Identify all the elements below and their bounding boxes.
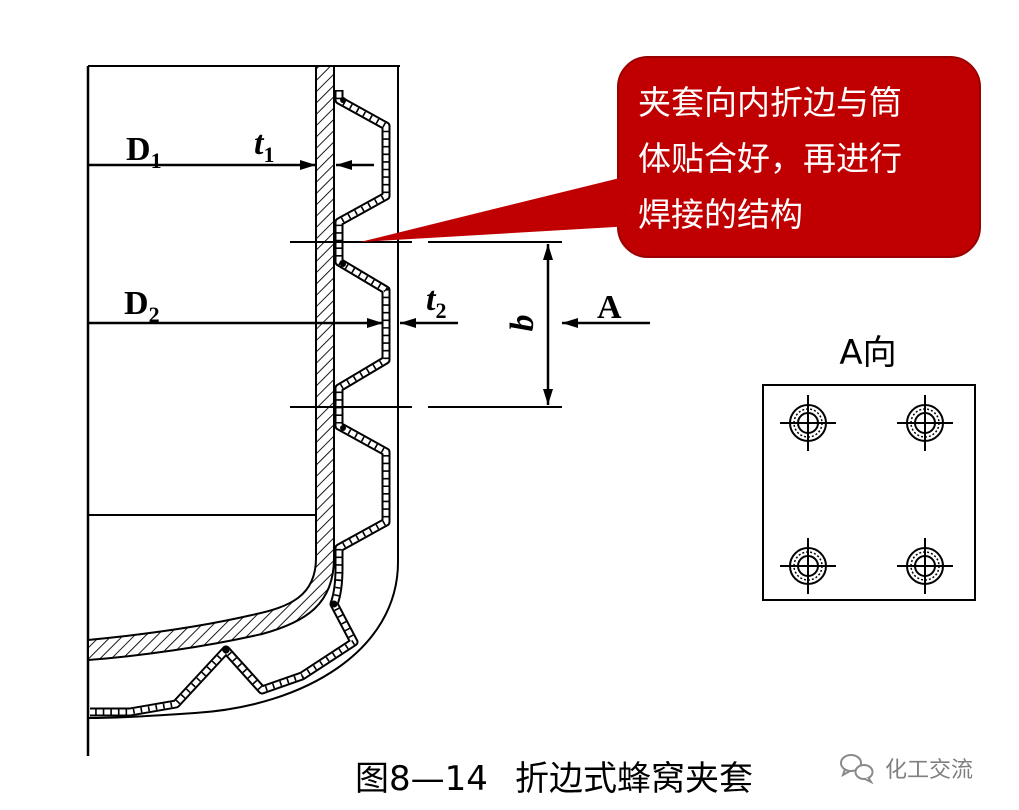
figure-caption: 图8—14 折边式蜂窝夹套	[355, 759, 753, 799]
dimensions	[88, 160, 650, 408]
crosshair-circle-icon	[896, 394, 954, 452]
crosshair-circle-icon	[779, 537, 837, 595]
callout-pointer	[360, 176, 632, 242]
wechat-icon	[840, 754, 874, 785]
weld-dot	[222, 646, 230, 654]
label-t1-sub: 1	[263, 142, 274, 167]
callout-text-line-3: 焊接的结构	[638, 195, 803, 234]
watermark-text: 化工交流	[885, 758, 973, 783]
weld-dot	[340, 261, 346, 267]
vessel-section	[87, 65, 400, 756]
label-t2-sub: 2	[435, 298, 446, 323]
label-t2-main: t	[426, 281, 437, 318]
callout-bubble	[617, 56, 981, 258]
label-d1-sub: 1	[151, 148, 162, 173]
weld-points	[222, 97, 346, 654]
view-a-frame	[762, 384, 976, 601]
label-d1-main: D	[126, 131, 151, 168]
crosshair-circle-icon	[896, 537, 954, 595]
label-d1: D1	[126, 131, 162, 173]
label-b: b	[504, 315, 541, 332]
view-a: A向	[762, 333, 976, 601]
dimension-labels: D1 t1 D2 t2 b A	[124, 125, 622, 332]
callout-text-line-2: 体贴合好，再进行	[638, 139, 902, 178]
shell-wall	[87, 65, 335, 662]
label-t1: t1	[254, 125, 274, 167]
watermark: 化工交流	[840, 754, 973, 785]
label-d2-sub: 2	[149, 302, 160, 327]
figure-title: 折边式蜂窝夹套	[515, 759, 753, 799]
callout-text-line-1: 夹套向内折边与筒	[638, 83, 902, 122]
callout: 夹套向内折边与筒 体贴合好，再进行 焊接的结构	[360, 56, 981, 258]
label-d2-main: D	[124, 285, 149, 322]
weld-dot	[340, 425, 346, 431]
view-a-title: A向	[839, 333, 896, 373]
jacket-envelope-line	[87, 66, 399, 719]
label-view-arrow-a: A	[597, 289, 622, 326]
label-t1-main: t	[254, 125, 265, 162]
weld-dot	[340, 97, 346, 103]
label-t2: t2	[426, 281, 446, 323]
watermark-text-content: 化工交流	[885, 758, 973, 783]
figure-number: 图8—14	[355, 759, 488, 799]
weld-dot	[330, 600, 338, 608]
crosshair-circle-icon	[779, 394, 837, 452]
label-d2: D2	[124, 285, 160, 327]
